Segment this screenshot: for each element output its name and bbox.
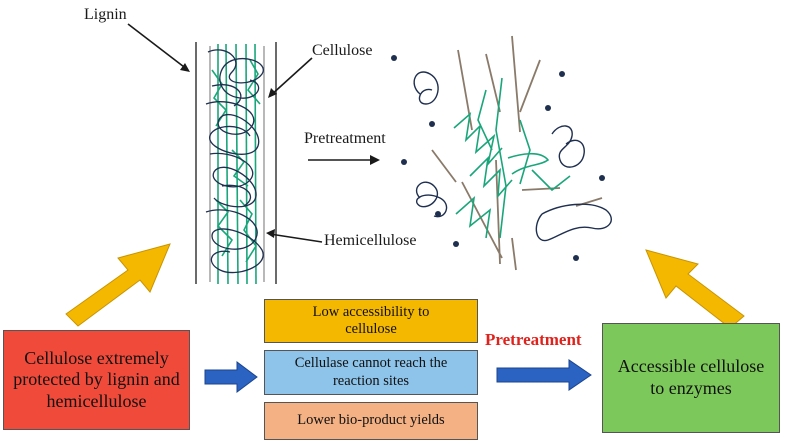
pretreatment-illustration-label: Pretreatment [304, 130, 386, 147]
issue-lower-yields: Lower bio-product yields [264, 402, 478, 440]
intact-fiber-bundle [195, 42, 277, 285]
issue-low-accessibility: Low accessibility to cellulose [264, 299, 478, 343]
label-leaders [127, 23, 380, 243]
flow-arrow-1 [204, 361, 258, 393]
protected-cellulose-box: Cellulose extremely protected by lignin … [3, 330, 190, 430]
up-arrow-left [65, 243, 171, 327]
biomass-structure-illustration [127, 23, 612, 285]
lignin-label: Lignin [84, 6, 127, 23]
hemicellulose-label: Hemicellulose [324, 232, 417, 249]
pretreated-structure [391, 35, 612, 271]
issue-cellulase-cannot-reach: Cellulase cannot reach the reaction site… [264, 350, 478, 395]
flow-arrow-2 [496, 359, 592, 391]
up-arrow-right [645, 249, 745, 329]
pretreatment-flow-label: Pretreatment [485, 330, 582, 349]
accessible-cellulose-box: Accessible cellulose to enzymes [602, 323, 780, 433]
cellulose-label: Cellulose [312, 42, 373, 59]
